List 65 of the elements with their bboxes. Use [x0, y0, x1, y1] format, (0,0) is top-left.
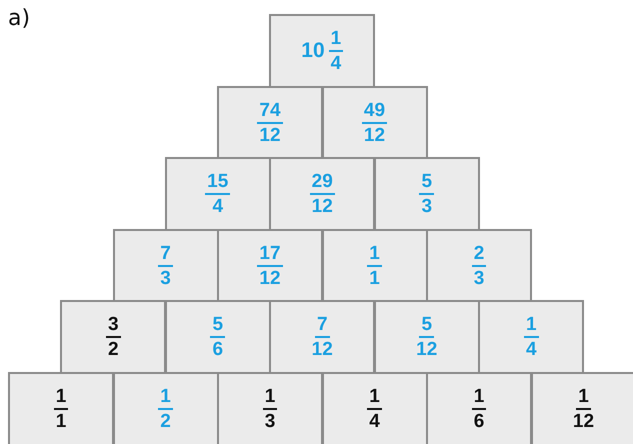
- pyramid-brick: [322, 228, 428, 303]
- denominator: 2: [159, 410, 172, 431]
- numerator: 1: [328, 29, 344, 52]
- pyramid-brick: [60, 300, 166, 374]
- numerator: 1: [576, 387, 591, 410]
- numerator: 1: [524, 315, 539, 338]
- numerator: 1: [54, 387, 68, 410]
- pyramid-brick: [426, 228, 532, 303]
- denominator: 12: [258, 124, 282, 145]
- pyramid-brick: [374, 157, 480, 232]
- denominator: 3: [420, 195, 434, 216]
- denominator: 3: [159, 266, 172, 288]
- numerator: 17: [257, 244, 283, 267]
- pyramid-brick: [426, 372, 532, 444]
- denominator: 12: [258, 266, 282, 288]
- denominator: 1: [54, 410, 68, 431]
- numerator: 1: [158, 387, 173, 410]
- denominator: 12: [415, 338, 438, 360]
- pyramid-brick: [217, 86, 323, 160]
- numerator: 5: [419, 315, 434, 338]
- denominator: 6: [211, 338, 224, 360]
- numerator: 3: [106, 315, 121, 338]
- part-label: a): [8, 6, 30, 31]
- pyramid-brick: [269, 14, 376, 88]
- numerator: 15: [205, 172, 230, 196]
- numerator: 49: [362, 100, 388, 124]
- numerator: 2: [472, 244, 486, 267]
- pyramid-brick: [112, 228, 218, 303]
- numerator: 1: [472, 387, 486, 410]
- pyramid-brick: [530, 372, 633, 444]
- numerator: 1: [367, 387, 382, 410]
- denominator: 4: [211, 195, 224, 216]
- pyramid-brick: [322, 86, 428, 160]
- numerator: 1: [262, 387, 278, 410]
- numerator: 5: [210, 315, 226, 338]
- pyramid-brick: [8, 372, 114, 444]
- denominator: 4: [368, 410, 381, 431]
- denominator: 3: [472, 266, 486, 288]
- pyramid-brick: [478, 300, 584, 374]
- pyramid-brick: [269, 300, 376, 374]
- numerator: 29: [310, 172, 335, 196]
- denominator: 12: [362, 124, 386, 145]
- numerator: 7: [314, 315, 330, 338]
- pyramid-brick: [112, 372, 218, 444]
- numerator: 7: [158, 244, 173, 267]
- whole-number: 10: [301, 39, 325, 63]
- pyramid-brick: [217, 372, 323, 444]
- denominator: 12: [572, 410, 596, 431]
- numerator: 1: [367, 244, 382, 267]
- pyramid-brick: [322, 372, 428, 444]
- numerator: 74: [257, 100, 283, 124]
- denominator: 4: [524, 338, 538, 360]
- denominator: 3: [264, 410, 276, 431]
- denominator: 12: [310, 338, 334, 360]
- pyramid-brick: [164, 157, 271, 232]
- denominator: 1: [368, 266, 381, 288]
- numerator: 5: [419, 172, 434, 196]
- denominator: 12: [310, 195, 334, 216]
- pyramid-brick: [269, 157, 376, 232]
- pyramid-brick: [164, 300, 271, 374]
- denominator: 4: [330, 52, 342, 73]
- pyramid-brick: [374, 300, 480, 374]
- pyramid-brick: [217, 228, 323, 303]
- denominator: 2: [106, 338, 120, 360]
- denominator: 6: [472, 410, 486, 431]
